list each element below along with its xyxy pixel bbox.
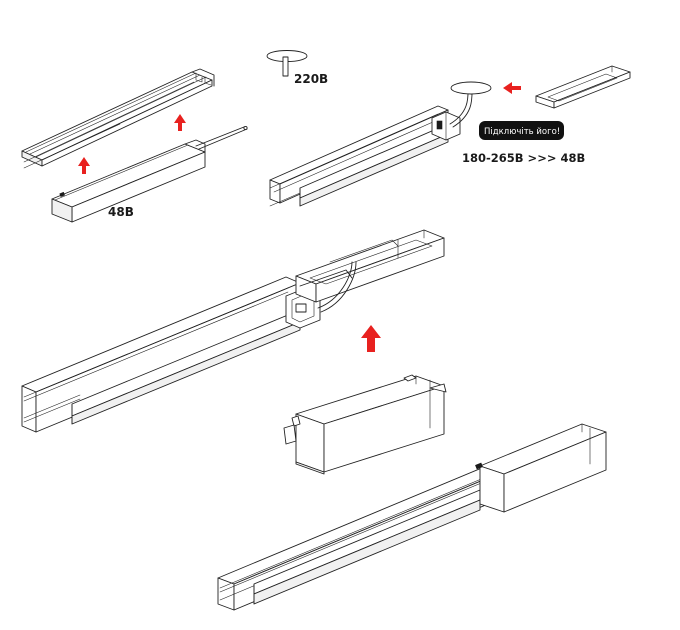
red-arrow-icon xyxy=(361,325,381,352)
rail-bottom xyxy=(217,423,607,611)
step-1-rail-and-driver: 48В xyxy=(21,68,248,223)
rail-with-driver-top-right xyxy=(269,87,473,207)
rail-cover-plate xyxy=(535,65,631,109)
driver-module-48v xyxy=(51,125,248,223)
mains-voltage-label: 220В xyxy=(294,72,328,86)
driver-box-floating xyxy=(283,374,447,475)
red-arrow-icon xyxy=(78,157,90,174)
voltage-range-label: 180-265В >>> 48В xyxy=(462,151,585,165)
connect-tooltip-text: Підключіть його! xyxy=(484,127,560,137)
rail-large-middle xyxy=(21,276,301,433)
step-2-connect-mains: Підключіть його! 180-265В >>> 48В xyxy=(269,65,631,207)
connect-tooltip: Підключіть його! xyxy=(479,121,564,140)
mains-ceiling-outlet: 220В xyxy=(266,50,328,86)
red-arrow-icon xyxy=(174,114,186,131)
driver-voltage-label: 48В xyxy=(108,205,134,219)
ceiling-outlet-right xyxy=(450,81,492,95)
cover-plate-open xyxy=(295,229,445,303)
step-4-install-driver xyxy=(217,374,607,611)
red-arrow-icon xyxy=(503,82,521,94)
rail-profile-top-left xyxy=(21,68,215,169)
step-3-close-cover xyxy=(21,229,445,433)
